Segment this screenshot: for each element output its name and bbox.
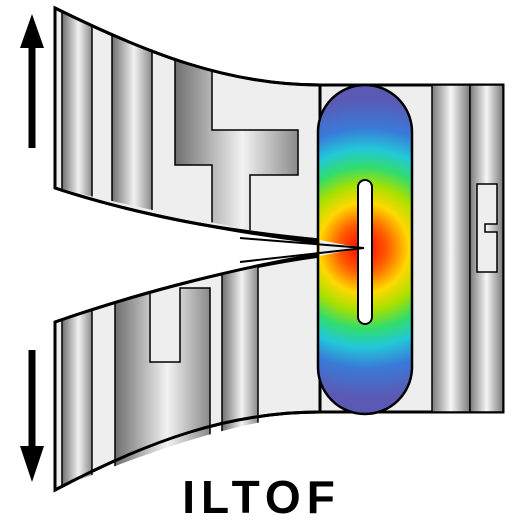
arrow-up-icon xyxy=(20,14,44,148)
ion-trap-diagram xyxy=(20,5,505,493)
arrow-down-icon xyxy=(20,350,44,482)
F-shaped-electrode xyxy=(469,84,504,413)
lower-plate-1 xyxy=(61,249,93,490)
lower-electrode-arm xyxy=(53,246,363,493)
extraction-slit xyxy=(357,179,373,325)
upper-plate-1 xyxy=(61,8,93,241)
lower-plate-3 xyxy=(221,249,259,490)
upper-electrode-arm xyxy=(53,5,363,251)
rear-electrode-plate xyxy=(431,84,471,413)
diagram-caption: ILTOF xyxy=(182,471,341,523)
